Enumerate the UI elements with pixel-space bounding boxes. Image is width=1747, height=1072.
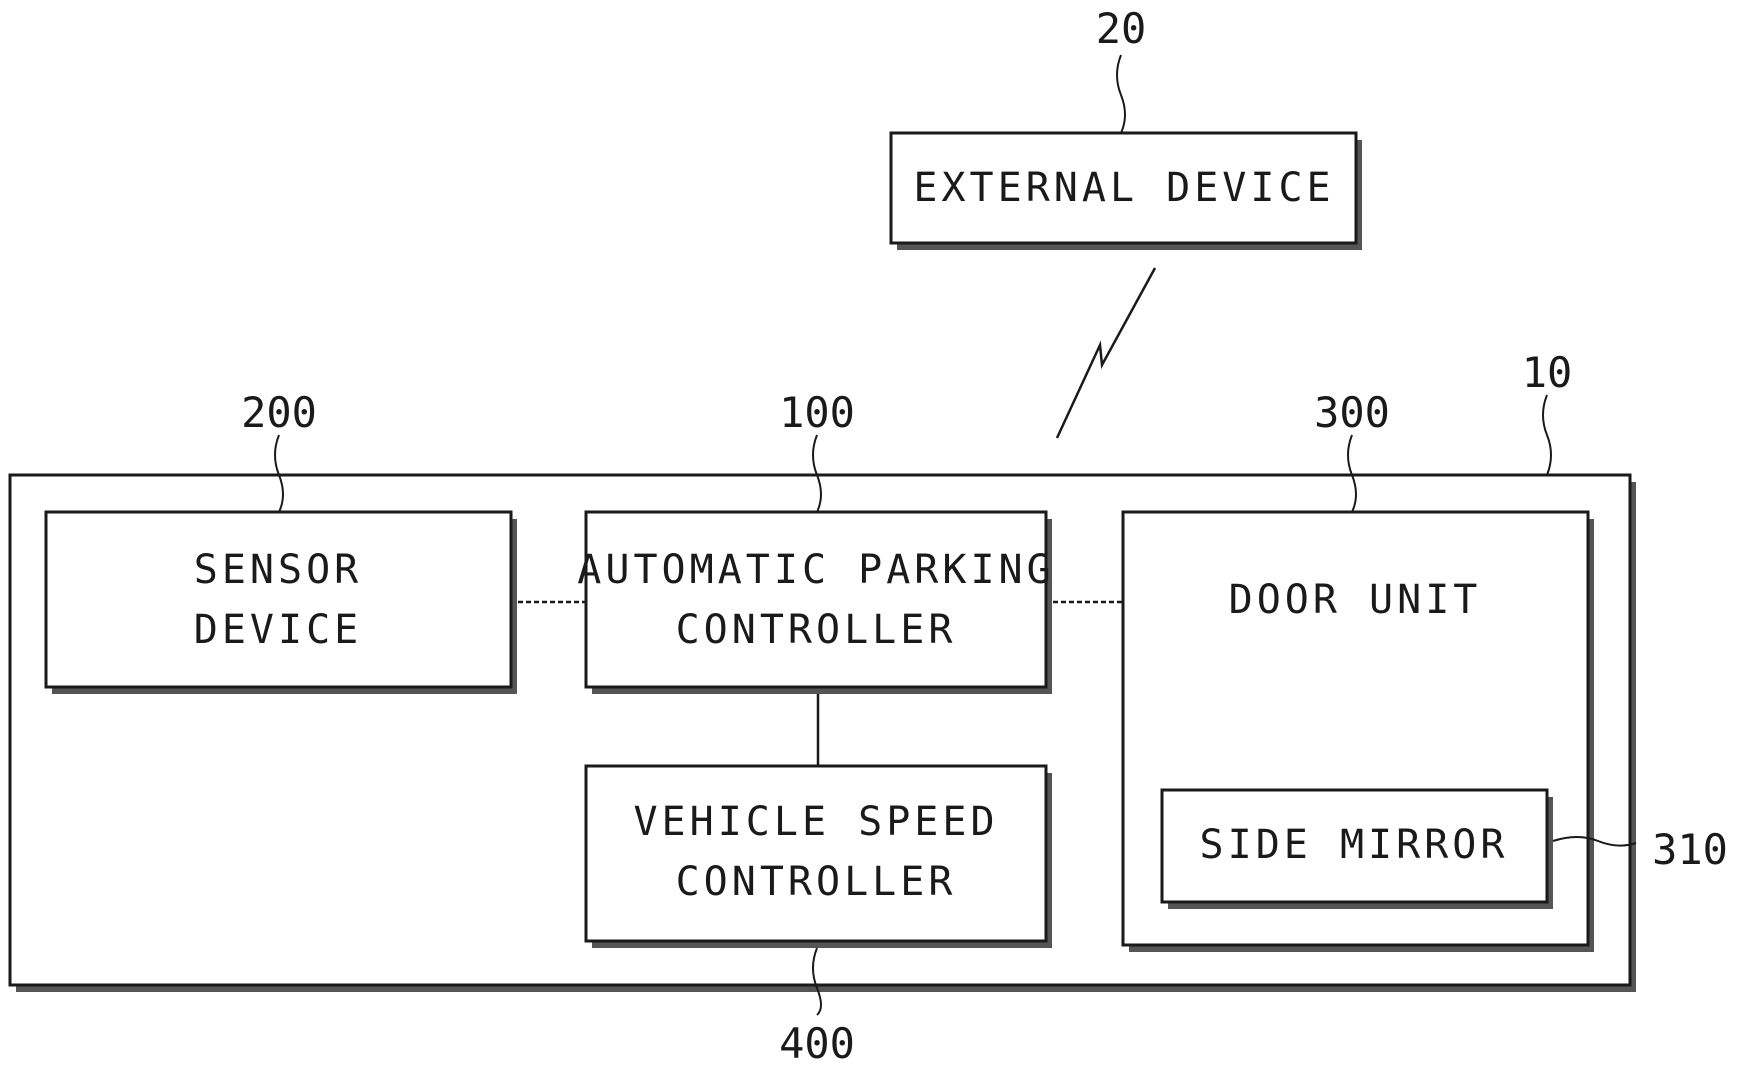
external-device-ref-leader: [1117, 55, 1125, 133]
parking-controller-line1: AUTOMATIC PARKING: [577, 547, 1054, 593]
parking-controller-line2: CONTROLLER: [676, 607, 957, 653]
vehicle-ref: 10: [1522, 348, 1573, 397]
sensor-device-block: SENSOR DEVICE: [46, 512, 517, 694]
external-device-block: EXTERNAL DEVICE: [891, 133, 1362, 250]
side-mirror-block: SIDE MIRROR: [1162, 790, 1553, 909]
parking-controller-block: AUTOMATIC PARKING CONTROLLER: [577, 512, 1054, 694]
door-unit-ref: 300: [1314, 388, 1390, 437]
side-mirror-ref: 310: [1652, 825, 1728, 874]
sensor-device-ref: 200: [241, 388, 317, 437]
external-device-ref: 20: [1096, 4, 1147, 53]
door-unit-label: DOOR UNIT: [1229, 577, 1482, 623]
sensor-device-line2: DEVICE: [194, 607, 363, 653]
speed-controller-ref: 400: [779, 1019, 855, 1068]
speed-controller-block: VEHICLE SPEED CONTROLLER: [586, 766, 1052, 948]
speed-controller-line2: CONTROLLER: [676, 859, 957, 905]
parking-controller-ref: 100: [779, 388, 855, 437]
wireless-link-icon: [1057, 268, 1155, 438]
vehicle-ref-leader: [1543, 395, 1551, 475]
sensor-device-line1: SENSOR: [194, 547, 363, 593]
external-device-label: EXTERNAL DEVICE: [913, 165, 1334, 211]
speed-controller-line1: VEHICLE SPEED: [633, 799, 998, 845]
side-mirror-label: SIDE MIRROR: [1200, 822, 1509, 868]
